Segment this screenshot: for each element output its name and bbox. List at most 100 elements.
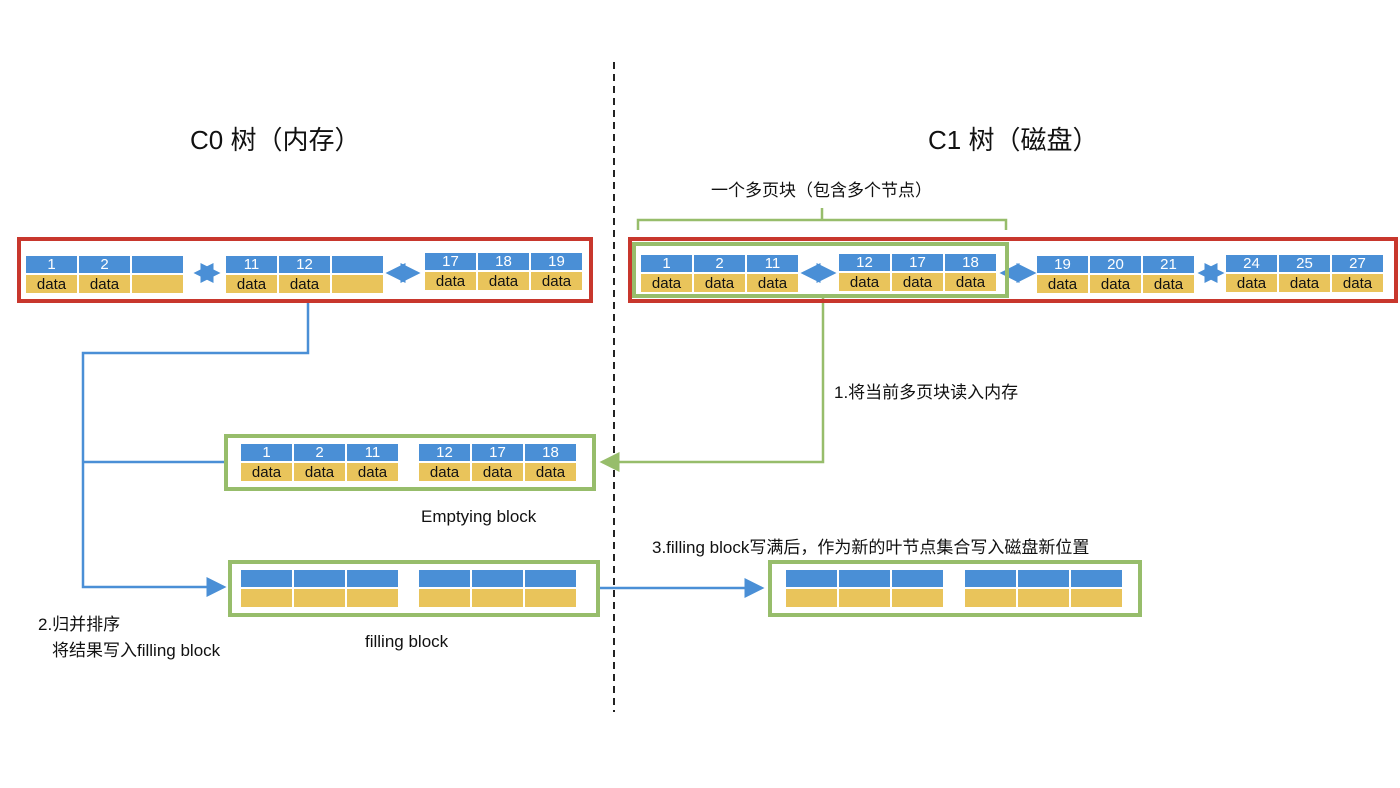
node-entry: 27 data bbox=[1332, 255, 1383, 292]
entry-key bbox=[419, 570, 470, 587]
entry-value bbox=[965, 589, 1016, 607]
node-entry bbox=[892, 570, 943, 607]
entry-value: data bbox=[1090, 275, 1141, 293]
entry-value: data bbox=[839, 273, 890, 291]
entry-value bbox=[419, 589, 470, 607]
new-disk-node bbox=[965, 570, 1122, 607]
entry-value: data bbox=[1143, 275, 1194, 293]
node-entry bbox=[132, 256, 183, 293]
entry-key bbox=[839, 570, 890, 587]
entry-key: 17 bbox=[425, 253, 476, 270]
entry-key: 27 bbox=[1332, 255, 1383, 272]
emptying-block-label: Emptying block bbox=[421, 507, 537, 526]
entry-value: data bbox=[425, 272, 476, 290]
entry-key: 19 bbox=[531, 253, 582, 270]
emptying-block-frame bbox=[224, 434, 596, 491]
entry-value: data bbox=[279, 275, 330, 293]
entry-value bbox=[472, 589, 523, 607]
entry-value: data bbox=[945, 273, 996, 291]
step3-label: 3.filling block写满后，作为新的叶节点集合写入磁盘新位置 bbox=[652, 538, 1090, 557]
filling-node bbox=[241, 570, 398, 607]
entry-value: data bbox=[241, 463, 292, 481]
entry-key: 25 bbox=[1279, 255, 1330, 272]
entry-key: 18 bbox=[478, 253, 529, 270]
node-entry: 19 data bbox=[531, 253, 582, 290]
c1-tree-frame bbox=[628, 237, 1398, 303]
entry-key: 2 bbox=[694, 255, 745, 272]
entry-key bbox=[132, 256, 183, 273]
node-entry: 12 data bbox=[279, 256, 330, 293]
node-entry: 11 data bbox=[347, 444, 398, 481]
entry-value: data bbox=[347, 463, 398, 481]
entry-value: data bbox=[478, 272, 529, 290]
c0-tree-title: C0 树（内存） bbox=[190, 125, 361, 155]
node-entry bbox=[347, 570, 398, 607]
entry-key: 12 bbox=[839, 254, 890, 271]
entry-key bbox=[525, 570, 576, 587]
entry-value bbox=[347, 589, 398, 607]
entry-value: data bbox=[1226, 274, 1277, 292]
entry-key bbox=[332, 256, 383, 273]
entry-value bbox=[294, 589, 345, 607]
new-disk-node bbox=[786, 570, 943, 607]
entry-value bbox=[1071, 589, 1122, 607]
c0-tree-frame bbox=[17, 237, 593, 303]
node-entry bbox=[839, 570, 890, 607]
node-entry bbox=[1071, 570, 1122, 607]
node-entry: 18 data bbox=[945, 254, 996, 291]
entry-key bbox=[892, 570, 943, 587]
step2-label-line2: 将结果写入filling block bbox=[52, 641, 221, 660]
entry-key: 11 bbox=[347, 444, 398, 461]
entry-key bbox=[965, 570, 1016, 587]
entry-key: 1 bbox=[241, 444, 292, 461]
entry-value: data bbox=[525, 463, 576, 481]
entry-value: data bbox=[531, 272, 582, 290]
entry-value: data bbox=[1332, 274, 1383, 292]
entry-value: data bbox=[79, 275, 130, 293]
node-entry bbox=[472, 570, 523, 607]
entry-value: data bbox=[641, 274, 692, 292]
entry-value: data bbox=[747, 274, 798, 292]
entry-value: data bbox=[294, 463, 345, 481]
node-entry bbox=[294, 570, 345, 607]
node-entry: 1 data bbox=[241, 444, 292, 481]
entry-key: 11 bbox=[747, 255, 798, 272]
node-entry bbox=[332, 256, 383, 293]
entry-key: 20 bbox=[1090, 256, 1141, 273]
multipage-block-label: 一个多页块（包含多个节点） bbox=[711, 181, 932, 200]
entry-key: 18 bbox=[945, 254, 996, 271]
entry-value: data bbox=[1279, 274, 1330, 292]
entry-key: 2 bbox=[79, 256, 130, 273]
entry-value bbox=[786, 589, 837, 607]
filling-block-frame bbox=[228, 560, 600, 617]
node-entry: 17 data bbox=[472, 444, 523, 481]
node-entry bbox=[786, 570, 837, 607]
entry-value bbox=[1018, 589, 1069, 607]
entry-value: data bbox=[472, 463, 523, 481]
node-entry: 12 data bbox=[839, 254, 890, 291]
entry-key bbox=[1018, 570, 1069, 587]
entry-value bbox=[132, 275, 183, 293]
entry-key: 1 bbox=[26, 256, 77, 273]
step2-label-line1: 2.归并排序 bbox=[38, 615, 121, 634]
c0-merge-line bbox=[81, 302, 310, 597]
multipage-brace bbox=[636, 208, 1008, 230]
node-entry: 2 data bbox=[79, 256, 130, 293]
entry-key: 12 bbox=[279, 256, 330, 273]
node-entry bbox=[1018, 570, 1069, 607]
entry-key: 17 bbox=[472, 444, 523, 461]
entry-value: data bbox=[419, 463, 470, 481]
entry-key bbox=[241, 570, 292, 587]
